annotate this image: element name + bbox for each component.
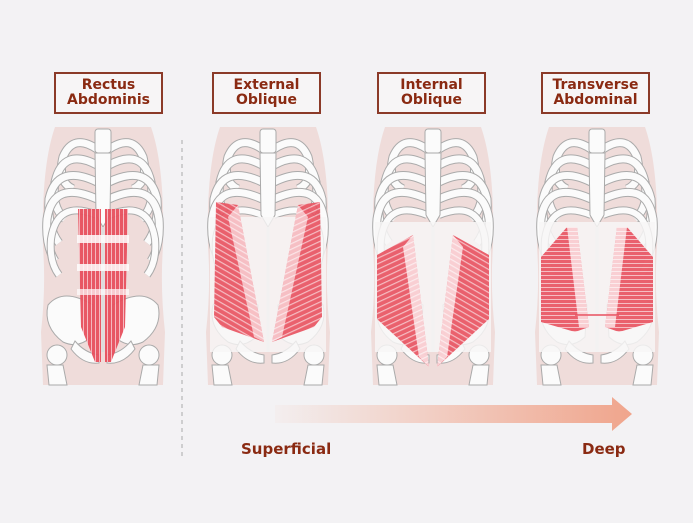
label-external-oblique: External Oblique [212,72,321,114]
deep-label: Deep [582,440,626,458]
torso-transverse-abdominal [535,127,659,385]
torso-rectus-abdominis [41,127,165,385]
superficial-label: Superficial [241,440,332,458]
transverse-muscle [541,227,653,332]
rectus-muscle [77,209,129,362]
label-internal-oblique: Internal Oblique [377,72,486,114]
torso-internal-oblique [371,127,495,385]
torso-external-oblique [206,127,330,385]
depth-arrow [275,397,632,431]
label-transverse-abdominal: Transverse Abdominal [541,72,650,114]
label-rectus-abdominis: Rectus Abdominis [54,72,163,114]
internal-oblique-muscle [377,235,489,367]
external-oblique-muscle [214,202,322,342]
